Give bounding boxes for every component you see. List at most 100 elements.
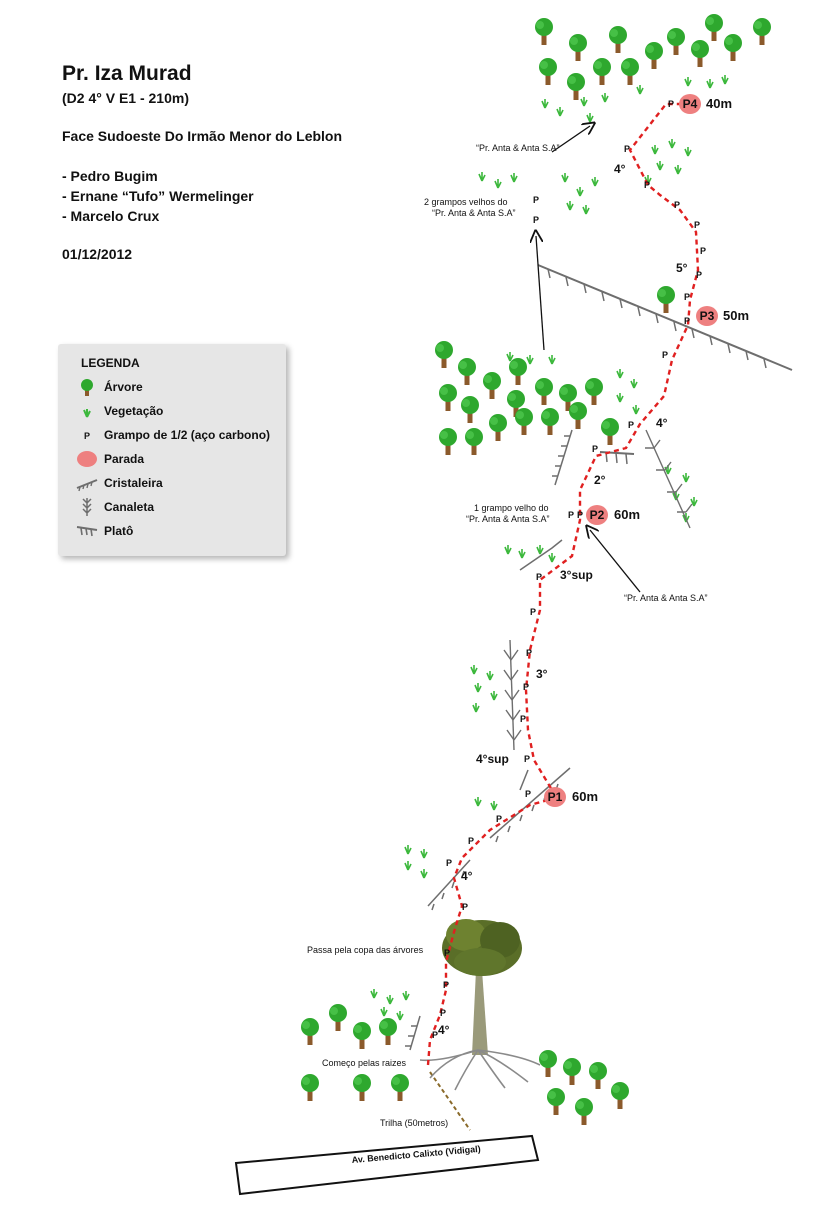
- bolt-marker: P: [662, 350, 668, 360]
- legend-label: Canaleta: [104, 500, 155, 514]
- legend-item: Árvore: [68, 377, 283, 397]
- old-bolt-note: “Pr. Anta & Anta S.A”: [466, 514, 550, 524]
- legend-item: Vegetação: [68, 401, 283, 421]
- bolt-marker: P: [468, 836, 474, 846]
- gully-icon: [82, 498, 92, 516]
- bolt-marker: P: [700, 246, 706, 256]
- legend-item: Platô: [68, 521, 283, 541]
- bolt-marker: P: [446, 858, 452, 868]
- grade-label: 5°: [676, 261, 688, 275]
- ledge: [537, 264, 793, 465]
- bolt-marker: P: [568, 510, 574, 520]
- bolt-marker: P: [674, 200, 680, 210]
- belay-station-p3: P3 50m: [696, 306, 749, 326]
- legend-label: Parada: [104, 452, 145, 466]
- bolt-marker: P: [533, 195, 539, 205]
- bolt-marker: P: [696, 270, 702, 280]
- bolt-marker: P: [684, 292, 690, 302]
- bolt-marker: P: [525, 789, 531, 799]
- climbing-route: [426, 102, 700, 1066]
- annotations: 2 grampos velhos do “Pr. Anta & Anta S.A…: [307, 126, 708, 1068]
- legend-item: Cristaleira: [68, 473, 283, 493]
- route-title: Pr. Iza Murad: [62, 62, 192, 85]
- grade-label: 4°: [438, 1023, 450, 1037]
- bolt-marker: P: [440, 1008, 446, 1018]
- ridge-icon: [76, 479, 98, 492]
- approach-trail: [429, 1071, 471, 1131]
- station-label: P4: [683, 97, 698, 111]
- anta-route-note: “Pr. Anta & Anta S.A”: [476, 143, 560, 153]
- tree-cluster: [301, 14, 771, 1125]
- pitch-grades: 4° 4° 4°sup 3° 3°sup 2° 4° 5° 4°: [438, 162, 688, 1037]
- bolt-marker: P: [520, 714, 526, 724]
- climber-name: - Marcelo Crux: [62, 208, 160, 224]
- bolt-marker: P: [644, 180, 650, 190]
- bolt-marker: P: [443, 980, 449, 990]
- grade-label: 4°: [614, 162, 626, 176]
- station-label: P1: [548, 790, 563, 804]
- vegetation-icon: [83, 409, 91, 418]
- ascent-date: 01/12/2012: [62, 246, 133, 262]
- legend-label: Vegetação: [104, 404, 164, 418]
- bolt-marker: P: [444, 948, 450, 958]
- station-label: P2: [590, 508, 605, 522]
- legend-item: P Grampo de 1/2 (aço carbono): [68, 425, 283, 445]
- bolt-marker: P: [577, 510, 583, 520]
- legend-label: Árvore: [104, 380, 143, 394]
- grade-label: 4°: [656, 416, 668, 430]
- bolt-marker: P: [462, 902, 468, 912]
- old-bolts-note: 2 grampos velhos do: [424, 197, 508, 207]
- bolt-marker: P: [628, 420, 634, 430]
- bolt-marker: P: [684, 316, 690, 326]
- climber-name: - Ernane “Tufo” Wermelinger: [62, 188, 254, 204]
- roots-note: Começo pelas raizes: [322, 1058, 407, 1068]
- legend-label: Grampo de 1/2 (aço carbono): [104, 428, 271, 442]
- legend-label: Platô: [104, 524, 134, 538]
- bolt-marker: P: [524, 754, 530, 764]
- legend-item: Canaleta: [68, 497, 283, 517]
- big-tree: [419, 919, 541, 1091]
- belay-station-p2: P2 60m: [586, 505, 640, 525]
- bolt-marker: P: [592, 444, 598, 454]
- bolt-marker: P: [526, 648, 532, 658]
- old-bolts-note: “Pr. Anta & Anta S.A”: [432, 208, 516, 218]
- bolt-marker: P: [668, 99, 674, 109]
- station-length: 40m: [706, 96, 732, 111]
- tree-icon: [81, 379, 93, 396]
- bolt-p-icon: P: [84, 431, 90, 441]
- canopy-note: Passa pela copa das árvores: [307, 945, 424, 955]
- bolt-symbol: P: [84, 431, 90, 441]
- gully: [503, 429, 693, 751]
- route-grade-summary: (D2 4° V E1 - 210m): [62, 90, 189, 106]
- road: Av. Benedicto Calixto (Vidigal): [234, 1134, 540, 1196]
- face-description: Face Sudoeste Do Irmão Menor do Leblon: [62, 128, 343, 144]
- station-length: 50m: [723, 308, 749, 323]
- vegetation-cluster: [370, 74, 729, 1021]
- climber-name: - Pedro Bugim: [62, 168, 158, 184]
- bolt-marker: P: [536, 572, 542, 582]
- trail-label: Trilha (50metros): [380, 1118, 448, 1128]
- legend-label: Cristaleira: [104, 476, 163, 490]
- bolt-marker: P: [523, 682, 529, 692]
- anta-route-note: “Pr. Anta & Anta S.A”: [624, 593, 708, 603]
- bolt-marker: P: [496, 814, 502, 824]
- bolt-marker: P: [624, 144, 630, 154]
- bolt-marker: P: [533, 215, 539, 225]
- station-label: P3: [700, 309, 715, 323]
- bolt-marker: P: [432, 1030, 438, 1040]
- grade-label: 4°sup: [476, 752, 509, 766]
- legend-item: Parada: [68, 449, 283, 469]
- ridge: [405, 429, 573, 1051]
- belay-station-icon: [77, 451, 97, 467]
- grade-label: 3°sup: [560, 568, 593, 582]
- grade-label: 2°: [594, 473, 606, 487]
- legend-title: LEGENDA: [81, 356, 140, 370]
- legend: LEGENDA Árvore Vegetação P Grampo de 1/2…: [58, 344, 286, 556]
- ledge-icon: [76, 526, 98, 537]
- station-length: 60m: [572, 789, 598, 804]
- belay-station-p1: P1 60m: [544, 787, 598, 807]
- bolt-marker: P: [694, 220, 700, 230]
- station-length: 60m: [614, 507, 640, 522]
- grade-label: 3°: [536, 667, 548, 681]
